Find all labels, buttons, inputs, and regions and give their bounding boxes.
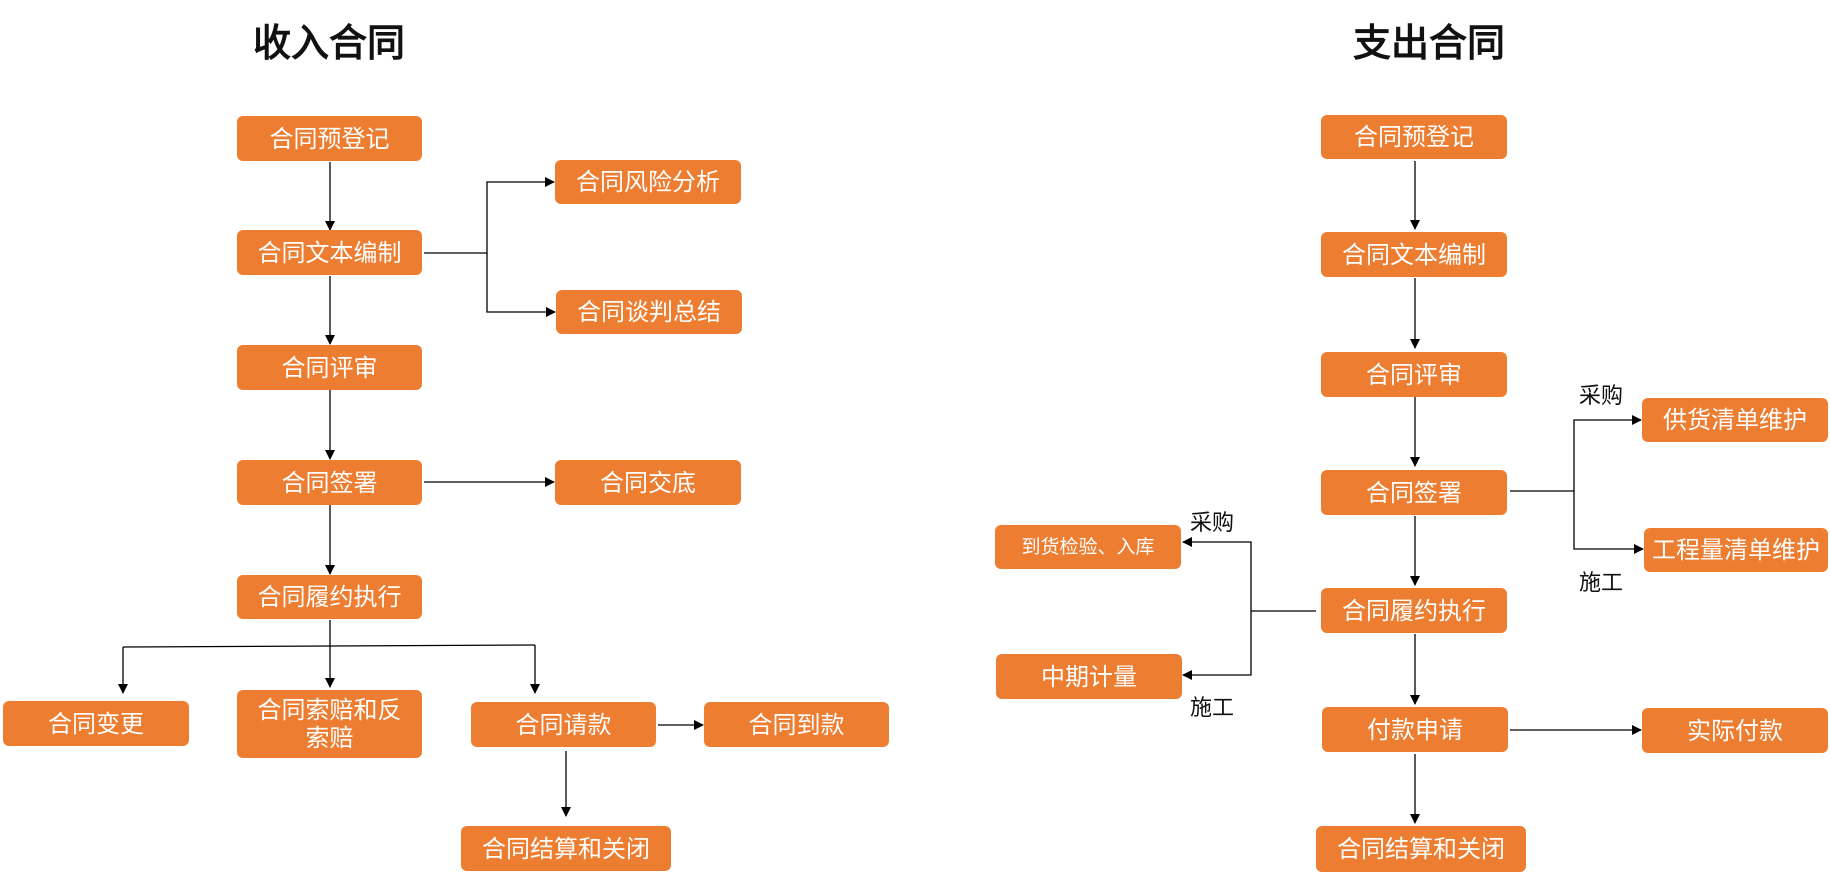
label-construction-left: 施工 xyxy=(1190,696,1235,721)
arrow-text-to-negotiation xyxy=(486,253,556,317)
expense-node-text-edit[interactable]: 合同文本编制 xyxy=(1321,232,1507,277)
expense-contract-title: 支出合同 xyxy=(1353,21,1506,65)
label-purchase-left: 采购 xyxy=(1190,511,1235,536)
income-node-received[interactable]: 合同到款 xyxy=(704,702,889,747)
arrow-text-to-risk xyxy=(424,177,555,254)
expense-node-settle[interactable]: 合同结算和关闭 xyxy=(1316,826,1526,872)
label-purchase-right: 采购 xyxy=(1579,384,1624,409)
arrow-exp-sign-to-supply xyxy=(1510,415,1642,492)
income-node-request-pay[interactable]: 合同请款 xyxy=(471,702,656,747)
expense-node-pay-request[interactable]: 付款申请 xyxy=(1322,707,1508,752)
income-node-settle[interactable]: 合同结算和关闭 xyxy=(461,826,671,871)
expense-node-prereg[interactable]: 合同预登记 xyxy=(1321,115,1507,159)
income-node-handover[interactable]: 合同交底 xyxy=(555,460,741,505)
expense-node-sign[interactable]: 合同签署 xyxy=(1321,470,1507,515)
expense-node-supply-list[interactable]: 供货清单维护 xyxy=(1642,398,1828,442)
arrow-exp-perform-to-arrival xyxy=(1182,537,1316,612)
income-node-perform[interactable]: 合同履约执行 xyxy=(237,575,422,619)
expense-node-perform[interactable]: 合同履约执行 xyxy=(1321,588,1507,633)
income-node-claim[interactable]: 合同索赔和反索赔 xyxy=(237,690,422,758)
expense-node-review[interactable]: 合同评审 xyxy=(1321,352,1507,397)
income-contract-title: 收入合同 xyxy=(253,21,406,65)
expense-node-interim[interactable]: 中期计量 xyxy=(996,654,1182,699)
arrow-exp-perform-to-interim xyxy=(1182,611,1252,680)
expense-node-quantity-list[interactable]: 工程量清单维护 xyxy=(1644,528,1828,572)
income-node-negotiation[interactable]: 合同谈判总结 xyxy=(556,290,742,334)
perform-split-bar xyxy=(122,644,536,648)
income-node-change[interactable]: 合同变更 xyxy=(3,701,189,746)
expense-node-actual-pay[interactable]: 实际付款 xyxy=(1642,708,1828,753)
income-node-review[interactable]: 合同评审 xyxy=(237,345,422,390)
income-node-prereg[interactable]: 合同预登记 xyxy=(237,116,422,161)
income-node-risk[interactable]: 合同风险分析 xyxy=(555,160,741,204)
income-node-sign[interactable]: 合同签署 xyxy=(237,460,422,505)
label-construction-right: 施工 xyxy=(1579,571,1624,596)
income-node-text-edit[interactable]: 合同文本编制 xyxy=(237,230,422,275)
expense-node-arrival[interactable]: 到货检验、入库 xyxy=(995,525,1181,569)
arrow-exp-sign-to-quantity xyxy=(1573,491,1644,554)
